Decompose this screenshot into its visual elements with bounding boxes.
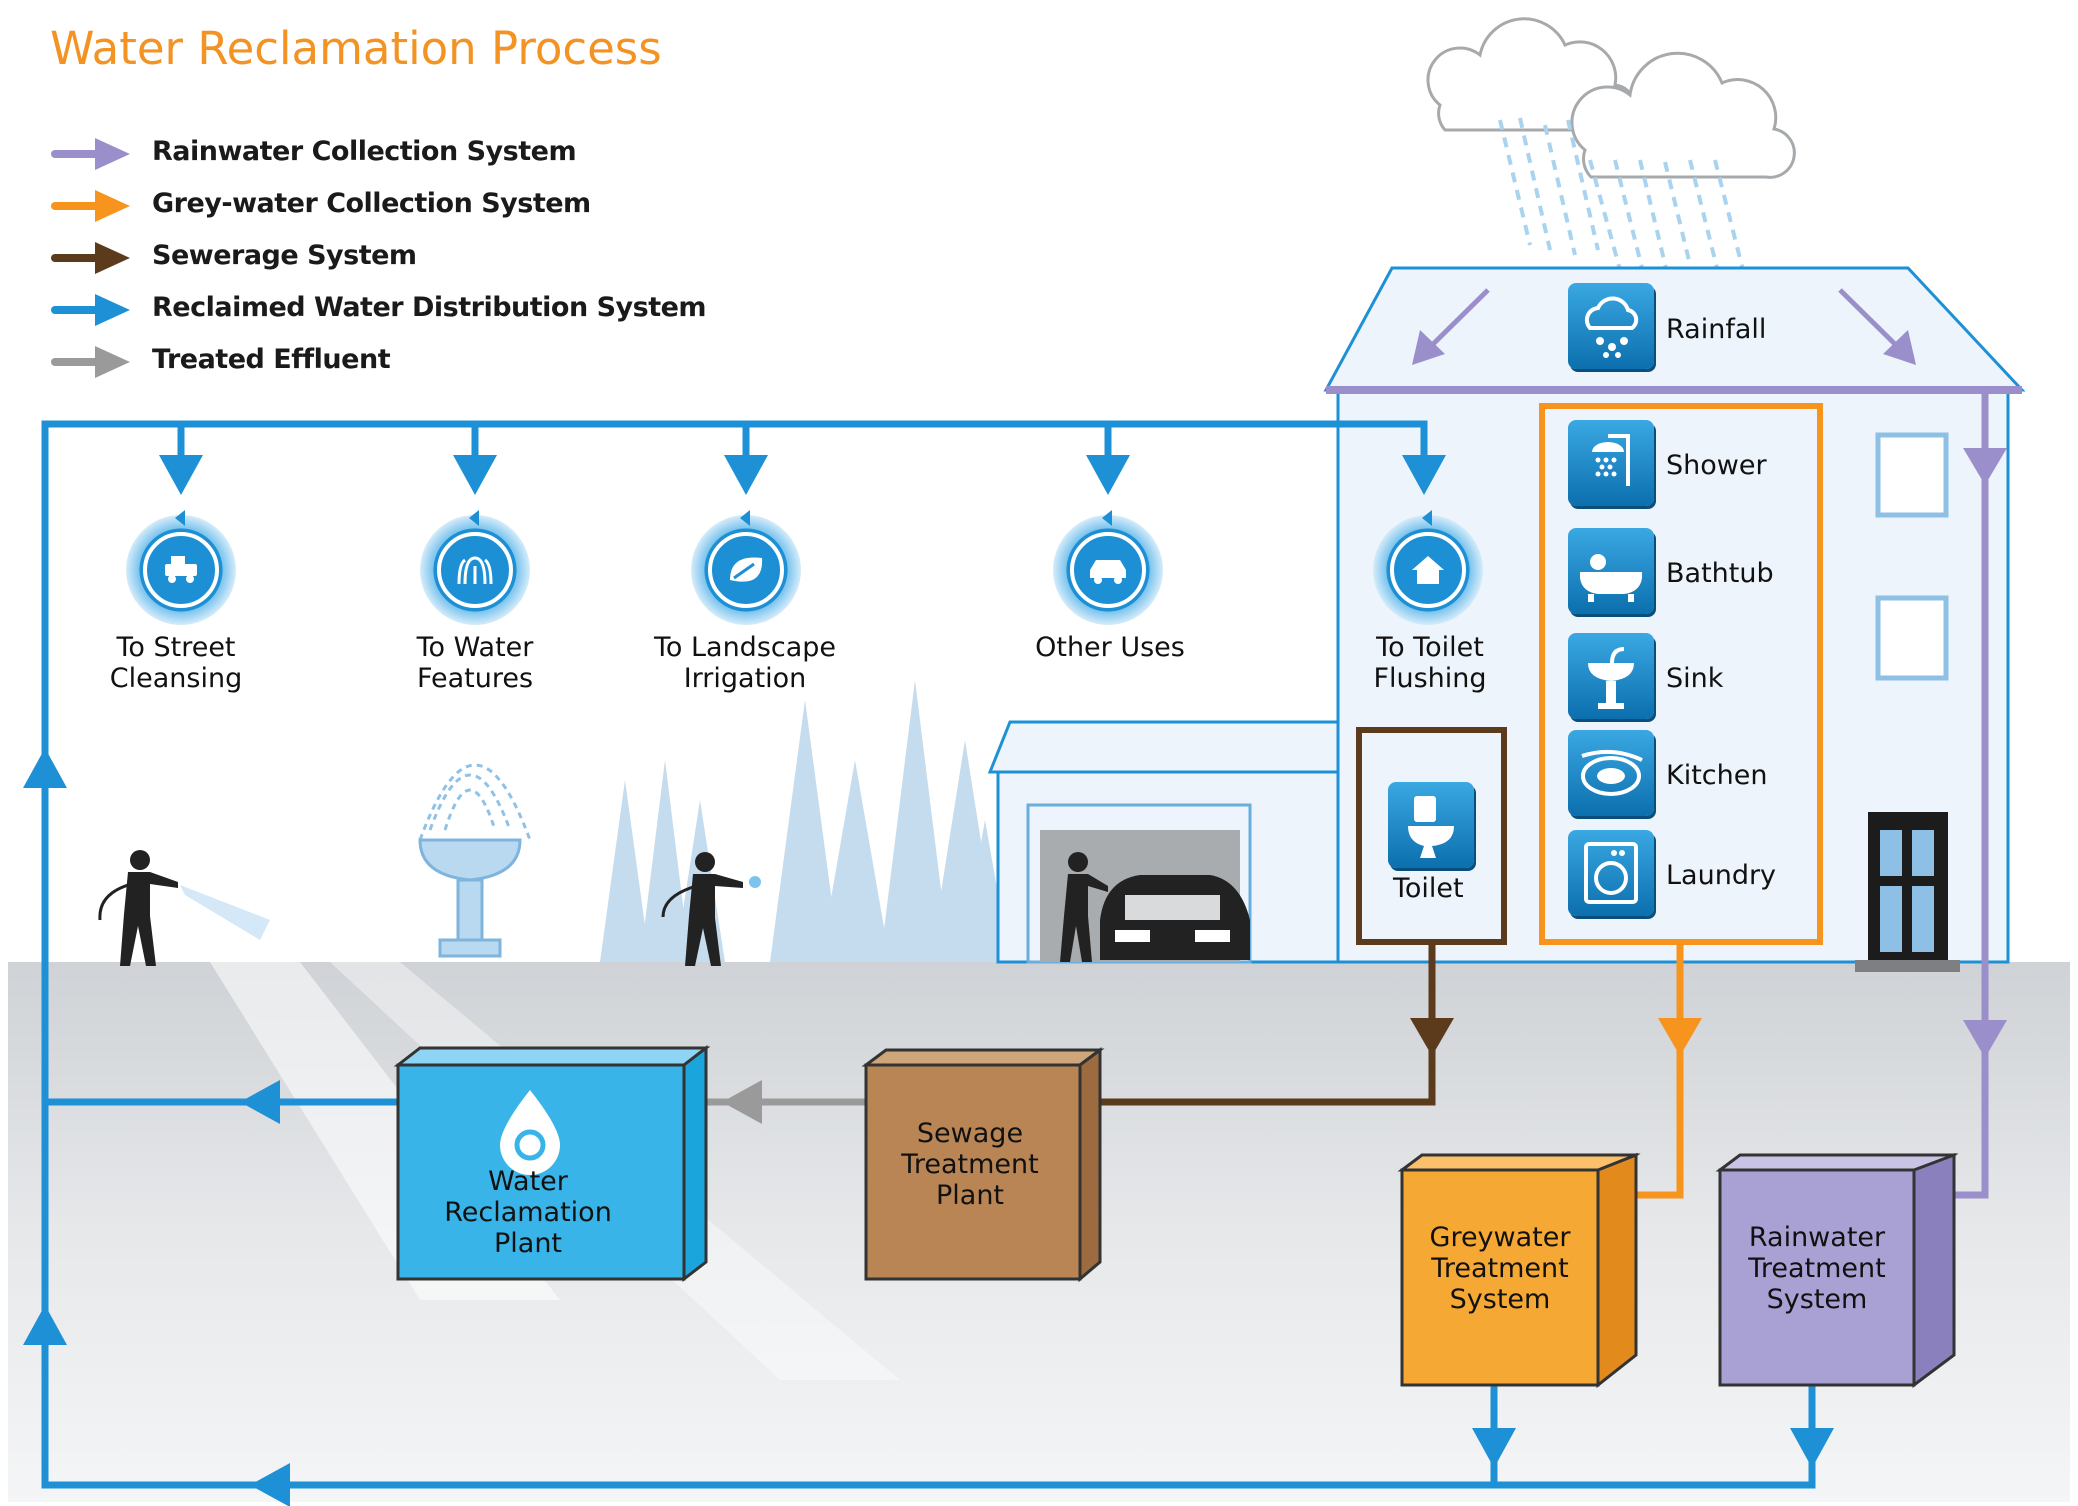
- page-title: Water Reclamation Process: [50, 22, 662, 75]
- legend-label: Treated Effluent: [152, 344, 391, 375]
- worker-figure: [98, 850, 270, 966]
- greywater-source-label: Bathtub: [1666, 558, 1774, 589]
- rain-clouds: [1426, 17, 1796, 286]
- distribution-arrow: [724, 424, 768, 495]
- rain-cloud-icon: [1568, 283, 1654, 369]
- legend-label: Reclaimed Water Distribution System: [152, 292, 707, 323]
- street-sweeper-icon: [126, 510, 236, 625]
- fountain-illustration: [418, 763, 532, 958]
- legend-arrow: [51, 346, 130, 378]
- worker-figure: [661, 852, 761, 966]
- bathtub-icon: [1568, 528, 1654, 614]
- kitchen-icon: [1568, 730, 1654, 816]
- legend-arrow: [51, 138, 130, 170]
- sewage-treatment-plant: [861, 1047, 1105, 1283]
- greywater-flow: [1620, 942, 1702, 1199]
- destination-label: Other Uses: [1035, 632, 1185, 663]
- greywater-source-label: Shower: [1666, 450, 1767, 481]
- greywater-source-label: Sink: [1666, 663, 1724, 694]
- greywater-source-label: Laundry: [1666, 860, 1777, 891]
- legend-arrow: [51, 294, 130, 326]
- legend-label: Rainwater Collection System: [152, 136, 577, 167]
- greywater-treatment-system: [1397, 1152, 1641, 1389]
- legend-label: Sewerage System: [152, 240, 417, 271]
- car-icon: [1053, 510, 1163, 625]
- sewerage-flow: [1070, 942, 1454, 1106]
- treated-effluent-flow: [686, 1080, 866, 1124]
- distribution-arrow: [159, 424, 203, 495]
- distribution-arrow: [453, 424, 497, 495]
- reclaimed-water-flow: [23, 420, 1834, 1506]
- leaf-icon: [691, 510, 801, 625]
- distribution-arrow: [1086, 424, 1130, 495]
- shower-icon: [1568, 420, 1654, 506]
- rainwater-treatment-system: [1715, 1152, 1959, 1388]
- washing-machine-icon: [1568, 830, 1654, 916]
- water-reclamation-plant: [393, 1044, 711, 1283]
- fountain-icon: [420, 510, 530, 625]
- rainfall-label: Rainfall: [1666, 314, 1767, 345]
- house-icon: [1373, 510, 1483, 625]
- legend-label: Grey-water Collection System: [152, 188, 591, 219]
- sink-icon: [1568, 633, 1654, 719]
- roof-rain-arrows: [1412, 288, 1916, 365]
- toilet-label: Toilet: [1393, 873, 1464, 904]
- toilet-icon: [1388, 782, 1474, 868]
- legend-arrow: [51, 190, 130, 222]
- legend-arrow: [51, 242, 130, 274]
- greywater-source-label: Kitchen: [1666, 760, 1768, 791]
- trees: [600, 680, 1010, 962]
- garage: [987, 720, 1342, 964]
